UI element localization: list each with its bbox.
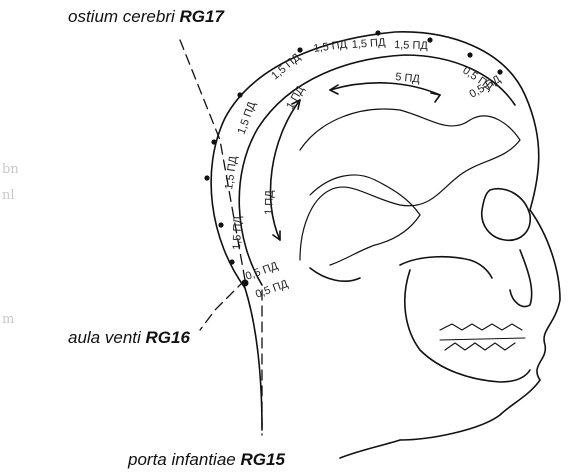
meas-back-3: 1,5 ПД [223,155,240,191]
skull-base [310,175,420,265]
meas-top-2: 1,5 ПД [351,37,386,51]
acupoint-dot [237,92,242,97]
acupoint-dot [375,30,380,35]
acupoint-dot [497,69,502,74]
skull-suture [300,109,520,260]
acupoint-dot [467,52,472,57]
ghost-text-3: m [2,312,14,327]
meas-top-1: 1,5 ПД [313,38,349,55]
label-porta-infantiae: porta infantiae RG15 [128,450,285,470]
acupoint-dot [427,37,432,42]
meas-back-1: 1,5 ПД [269,51,303,82]
mastoid [310,268,360,281]
label-aula-venti: aula venti RG16 [68,328,190,348]
acupoint-dot [297,47,302,52]
teeth-lower [445,343,515,350]
meas-inner-back: 1 ПД [284,84,307,112]
mandible [405,270,530,382]
zygoma [400,257,492,278]
neck-line [245,288,262,430]
meas-top-3: 1,5 ПД [394,39,429,52]
acupoint-dot [211,139,216,144]
acupoint-dot [218,222,223,227]
nasal [510,250,532,307]
acupoint-dot [204,175,209,180]
ghost-text-1: bn [2,162,19,177]
meas-bottom-1: 0,5 ПД [244,260,280,283]
meas-inner-side: 1 ПД [263,190,276,215]
arrow-side [270,100,300,240]
throat-line [340,440,400,458]
head-outline [211,32,560,440]
acupoint-dot [229,259,234,264]
leader-aula [200,280,245,330]
arrow-top [330,83,440,95]
teeth-upper [440,324,522,330]
label-ostium-cerebri: ostium cerebri RG17 [68,7,224,27]
ghost-text-2: nl [2,188,15,203]
meas-back-4: 1,5 ПД [231,215,244,250]
orbit [482,189,530,241]
meas-back-2: 1,5 ПД [236,100,259,136]
